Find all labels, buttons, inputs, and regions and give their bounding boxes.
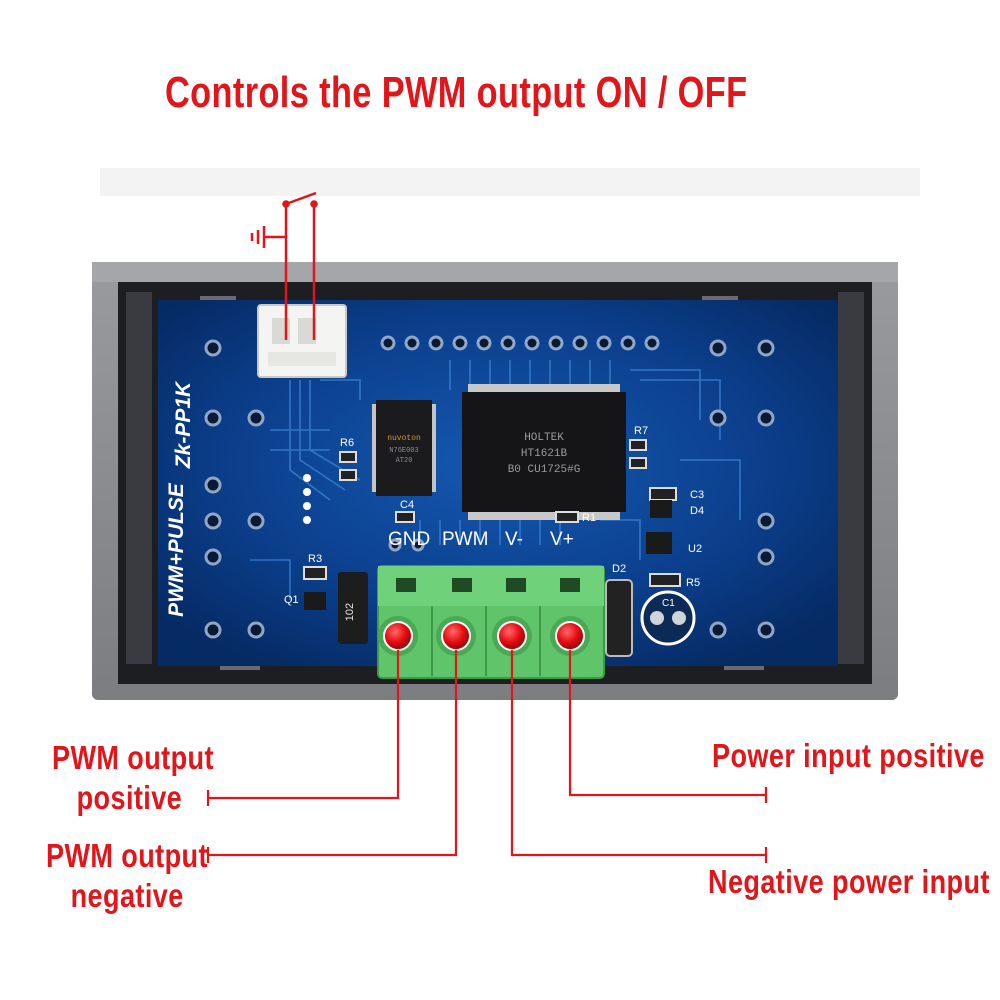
switch-symbol bbox=[250, 191, 318, 340]
terminal-label-pwm: PWM bbox=[442, 529, 488, 550]
background-smudge bbox=[100, 168, 920, 196]
callout-line: negative bbox=[70, 877, 184, 914]
label-r3: R3 bbox=[308, 553, 322, 565]
small-chip-line-3: AT20 bbox=[396, 457, 413, 465]
smd-components: 102 bbox=[303, 439, 696, 657]
label-r1: R1 bbox=[582, 512, 596, 524]
label-c4: C4 bbox=[400, 499, 414, 511]
callout-line: PWM output bbox=[46, 837, 208, 874]
label-d2: D2 bbox=[612, 563, 626, 575]
small-chip-line-2: N76E003 bbox=[389, 447, 418, 455]
main-chip-line-2: HT1621B bbox=[521, 448, 568, 460]
label-r7: R7 bbox=[634, 425, 648, 437]
terminal-label-vplus: V+ bbox=[550, 529, 574, 550]
label-u2: U2 bbox=[688, 543, 702, 555]
label-c1: C1 bbox=[662, 598, 675, 609]
callout-leader-lines bbox=[206, 650, 768, 863]
board-model-label: Zk-PP1K bbox=[172, 380, 195, 469]
main-chip-line-1: HOLTEK bbox=[524, 432, 564, 444]
test-pads bbox=[303, 474, 311, 524]
microcontroller-chip: nuvoton N76E003 AT20 bbox=[372, 400, 436, 496]
label-r6: R6 bbox=[340, 437, 354, 449]
callout-line: positive bbox=[76, 779, 183, 816]
label-c3: C3 bbox=[690, 489, 704, 501]
board-series-label: PWM+PULSE bbox=[165, 482, 188, 617]
resistor-code-label: 102 bbox=[344, 603, 356, 621]
terminal-label-gnd: GND bbox=[388, 529, 430, 550]
small-chip-line-1: nuvoton bbox=[387, 434, 421, 443]
main-chip-line-3: B0 CU1725#G bbox=[508, 464, 581, 476]
callout-power-input-positive: Power input positive bbox=[712, 737, 985, 774]
page-title: Controls the PWM output ON / OFF bbox=[165, 68, 748, 117]
label-r5: R5 bbox=[686, 577, 700, 589]
silkscreen-labels: R6 R7 C4 R1 C3 D4 U2 D2 R5 R3 Q1 C1 bbox=[284, 425, 704, 609]
terminal-silkscreen: GND PWM V- V+ bbox=[388, 529, 574, 550]
callout-negative-power-input: Negative power input bbox=[708, 863, 990, 900]
jst-connector bbox=[257, 304, 347, 378]
header-pin-holes bbox=[204, 335, 775, 639]
terminal-label-vminus: V- bbox=[505, 529, 523, 550]
lcd-driver-chip: HOLTEK HT1621B B0 CU1725#G bbox=[462, 384, 626, 520]
callout-pwm-output-positive: PWM output positive bbox=[52, 738, 214, 818]
label-d4: D4 bbox=[690, 505, 704, 517]
callout-pwm-output-negative: PWM output negative bbox=[46, 836, 208, 916]
label-q1: Q1 bbox=[284, 594, 299, 606]
callout-line: PWM output bbox=[52, 739, 214, 776]
